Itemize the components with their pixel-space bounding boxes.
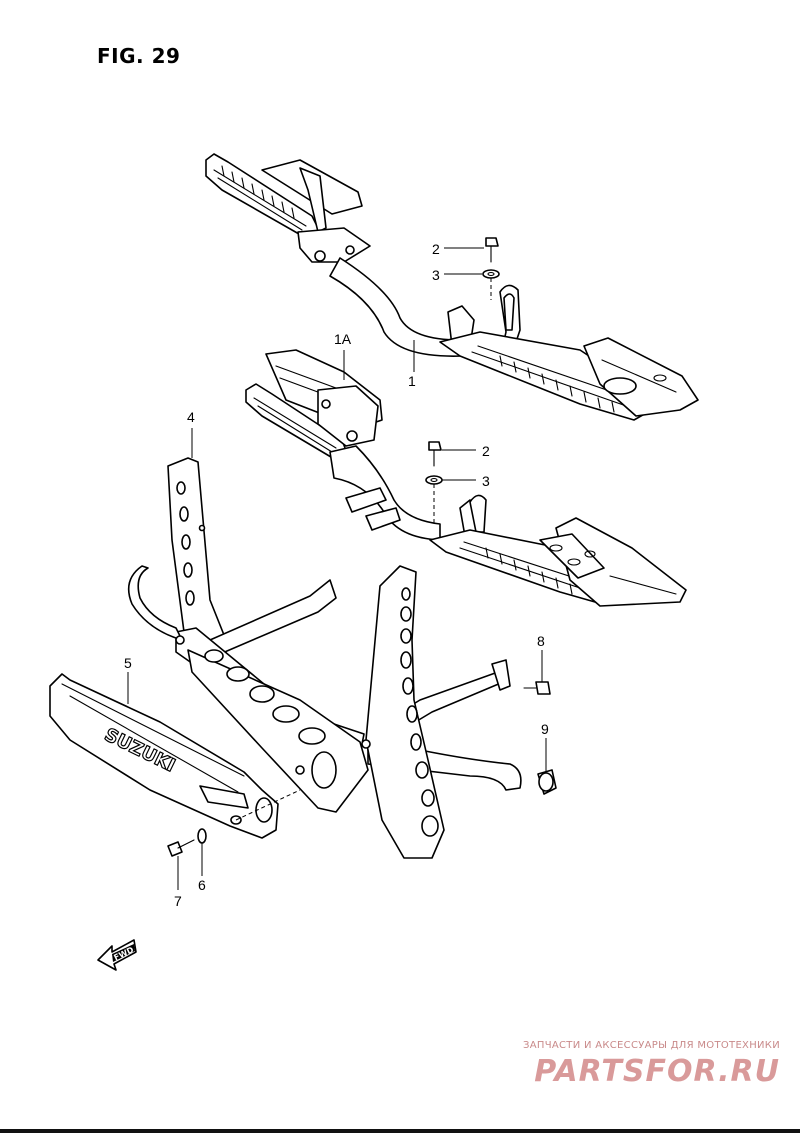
callout-7: 7: [174, 893, 182, 909]
callout-3-lower: 3: [482, 473, 490, 489]
bolt-2-upper: [444, 237, 499, 263]
bolt-2-lower: [428, 441, 476, 467]
callout-2-lower: 2: [482, 443, 490, 459]
callout-1a: 1A: [334, 331, 352, 347]
callout-5: 5: [124, 655, 132, 671]
washer-3-lower: [425, 475, 476, 524]
callout-9: 9: [541, 721, 549, 737]
callout-8: 8: [537, 633, 545, 649]
callout-2-upper: 2: [432, 241, 440, 257]
washer-6: [197, 828, 207, 876]
bolt-8: [523, 650, 551, 695]
footrest-assembly-1a: [245, 349, 687, 607]
forward-arrow-icon: FWD: [97, 939, 137, 971]
callout-3-upper: 3: [432, 267, 440, 283]
footrest-assembly-1: [205, 153, 699, 421]
fwd-label: FWD: [112, 945, 135, 962]
watermark-subtitle: ЗАПЧАСТИ И АКСЕССУАРЫ ДЛЯ МОТОТЕХНИКИ: [523, 1040, 780, 1051]
callout-4: 4: [187, 409, 195, 425]
watermark-brand: PARTSFOR.RU: [534, 1054, 780, 1089]
callout-6: 6: [198, 877, 206, 893]
callout-1: 1: [408, 373, 416, 389]
cap-9: [537, 738, 557, 795]
figure-title: FIG. 29: [97, 44, 181, 68]
skid-guard-5: SUZUKI: [49, 673, 301, 839]
frame-4: [127, 457, 522, 859]
bottom-border: [0, 1129, 800, 1133]
washer-3-upper: [444, 269, 500, 300]
bolt-7: [167, 839, 195, 890]
